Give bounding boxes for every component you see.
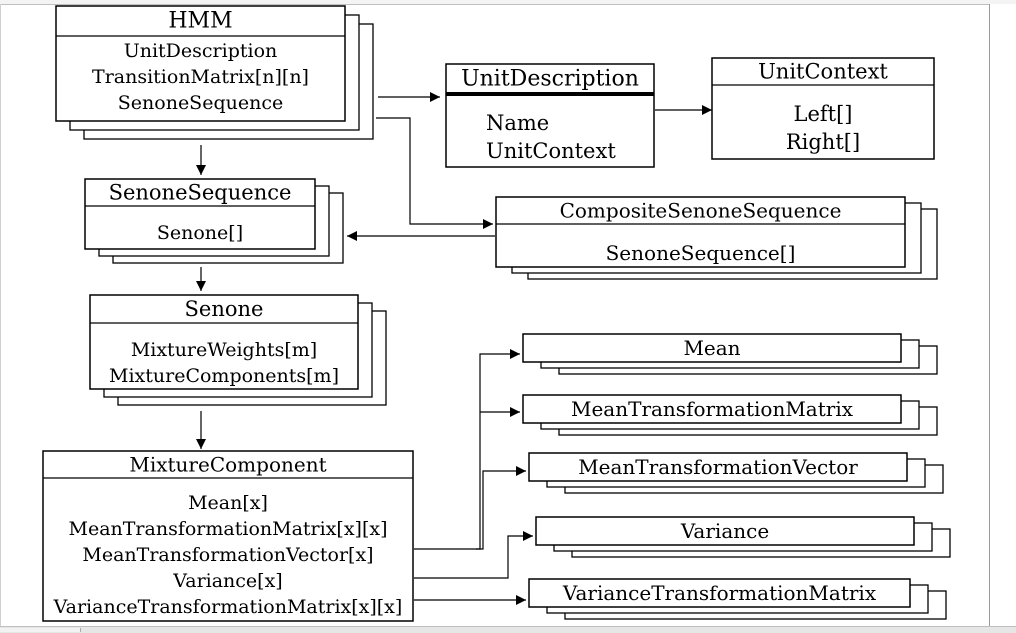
class-title-mean-transformation-vector: MeanTransformationVector <box>578 455 858 479</box>
class-box-frame <box>711 57 935 160</box>
class-field: VarianceTransformationMatrix[x][x] <box>53 596 403 618</box>
class-box-frame <box>535 516 915 546</box>
class-field: MeanTransformationMatrix[x][x] <box>69 518 388 540</box>
class-title-unit-description: UnitDescription <box>461 67 639 92</box>
class-box-hmm: HMM UnitDescriptionTransitionMatrix[n][n]… <box>55 5 374 140</box>
class-title-mean: Mean <box>683 336 740 360</box>
class-field: UnitContext <box>486 139 616 163</box>
class-title-senone-sequence: SenoneSequence <box>109 181 292 205</box>
class-box-frame <box>528 578 911 608</box>
vertical-scrollbar[interactable] <box>989 4 1016 626</box>
arrow-to-mean <box>414 349 520 550</box>
class-box-frame <box>528 452 908 482</box>
class-box-frame <box>522 333 902 363</box>
class-field: UnitDescription <box>124 40 278 62</box>
class-field: Left[] <box>794 102 853 126</box>
class-box-frame <box>84 178 316 250</box>
arrow-to-mean-transformation-vector <box>476 466 526 550</box>
class-field: MeanTransformationVector[x] <box>82 544 373 566</box>
class-box-frame <box>495 196 906 268</box>
class-box-variance-transformation-matrix: VarianceTransformationMatrix <box>528 578 947 620</box>
window-top-edge <box>0 0 1016 5</box>
class-title-unit-context: UnitContext <box>758 60 888 84</box>
class-field: Mean[x] <box>188 492 268 514</box>
class-field: TransitionMatrix[n][n] <box>92 66 309 88</box>
class-box-mean-transformation-vector: MeanTransformationVector <box>528 452 944 494</box>
class-field: Variance[x] <box>172 570 282 592</box>
class-title-mixture-component: MixtureComponent <box>129 453 326 477</box>
class-title-hmm: HMM <box>168 9 232 34</box>
class-field: Senone[] <box>157 222 243 244</box>
class-box-mean-transformation-matrix: MeanTransformationMatrix <box>522 394 938 436</box>
class-title-variance-transformation-matrix: VarianceTransformationMatrix <box>562 581 877 605</box>
arrow-hmm-to-composite-senone-sequence <box>376 117 493 229</box>
class-field: Name <box>486 111 549 135</box>
class-field: SenoneSequence[] <box>606 241 796 265</box>
class-field: MixtureComponents[m] <box>109 365 339 387</box>
class-field: Right[] <box>786 130 860 154</box>
class-box-frame <box>445 63 655 168</box>
class-title-variance: Variance <box>680 519 769 543</box>
class-field: SenoneSequence <box>118 92 283 114</box>
class-field: MixtureWeights[m] <box>131 339 317 361</box>
class-box-mean: Mean <box>522 333 938 375</box>
class-box-frame <box>89 294 359 390</box>
class-box-frame <box>42 450 414 622</box>
class-title-composite-senone-sequence: CompositeSenoneSequence <box>560 199 842 223</box>
class-title-mean-transformation-matrix: MeanTransformationMatrix <box>571 397 854 421</box>
arrow-to-variance <box>414 531 533 579</box>
connectors <box>196 92 712 605</box>
window-left-edge <box>0 4 1 626</box>
horizontal-scrollbar[interactable] <box>0 626 1016 633</box>
class-box-frame <box>55 5 346 122</box>
class-box-frame <box>522 394 902 424</box>
scrollbar-thumb[interactable] <box>0 628 81 632</box>
class-box-variance: Variance <box>535 516 951 558</box>
class-title-senone: Senone <box>185 297 264 321</box>
